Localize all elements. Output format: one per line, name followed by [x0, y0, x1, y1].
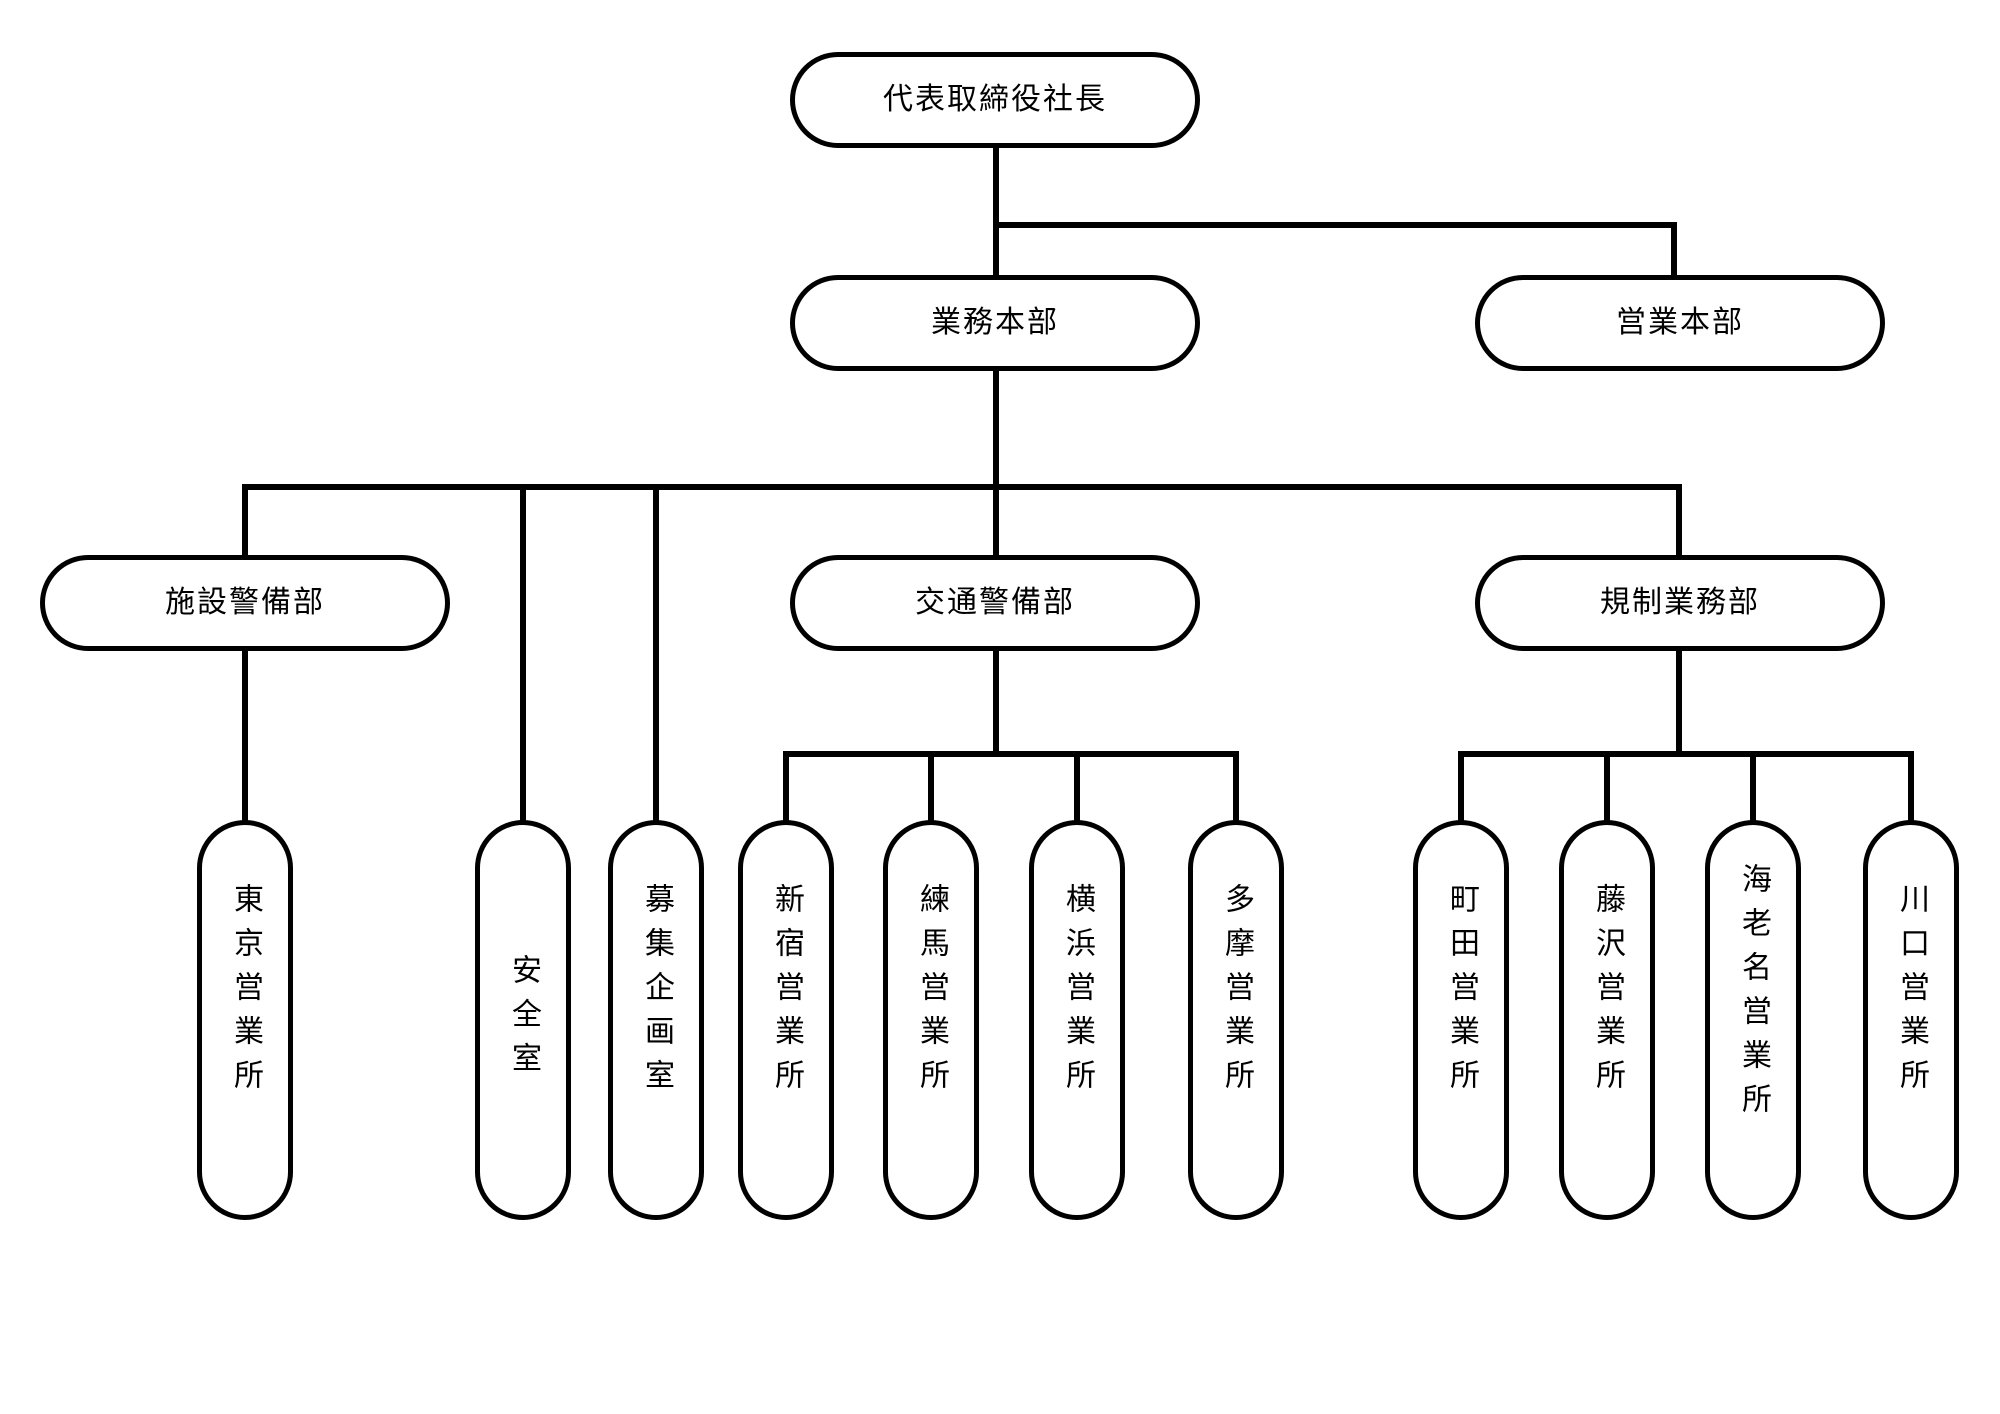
node-fujisawa-eigyosho[interactable]: 藤沢営業所 [1559, 820, 1655, 1220]
node-eigyo-honbu-label: 営業本部 [1616, 305, 1744, 340]
node-shisetsu-keibi-bu-label: 施設警備部 [165, 585, 325, 620]
edge-kotsu-bar [783, 751, 1239, 757]
node-fujisawa-eigyosho-label: 藤沢営業所 [1590, 883, 1625, 1103]
node-shinjuku-eigyosho-label: 新宿営業所 [769, 883, 804, 1103]
node-kisei-gyomu-bu-label: 規制業務部 [1600, 585, 1760, 620]
edge-kisei-to-machida [1458, 751, 1464, 824]
node-tokyo-eigyosho[interactable]: 東京営業所 [197, 820, 293, 1220]
node-tama-eigyosho[interactable]: 多摩営業所 [1188, 820, 1284, 1220]
edge-kotsu-stem [993, 651, 999, 757]
node-ebina-eigyosho-label: 海老名営業所 [1736, 863, 1771, 1127]
edge-kotsu-to-shinjuku [783, 751, 789, 824]
edge-kotsu-to-yokohama [1074, 751, 1080, 824]
node-yokohama-eigyosho[interactable]: 横浜営業所 [1029, 820, 1125, 1220]
edge-ceo-stem [993, 148, 999, 280]
node-shinjuku-eigyosho[interactable]: 新宿営業所 [738, 820, 834, 1220]
edge-kisei-to-fujisawa [1604, 751, 1610, 824]
node-machida-eigyosho-label: 町田営業所 [1444, 883, 1479, 1103]
edge-kisei-to-kawaguchi [1908, 751, 1914, 824]
node-eigyo-honbu[interactable]: 営業本部 [1475, 275, 1885, 371]
node-boshu-kikaku-shitsu[interactable]: 募集企画室 [608, 820, 704, 1220]
edge-ceo-bar [993, 222, 1677, 228]
node-tama-eigyosho-label: 多摩営業所 [1219, 883, 1254, 1103]
node-kotsu-keibi-bu[interactable]: 交通警備部 [790, 555, 1200, 651]
edge-gyomu-to-boshu [653, 484, 659, 824]
node-kawaguchi-eigyosho[interactable]: 川口営業所 [1863, 820, 1959, 1220]
node-kotsu-keibi-bu-label: 交通警備部 [915, 585, 1075, 620]
node-nerima-eigyosho-label: 練馬営業所 [914, 883, 949, 1103]
edge-gyomu-to-anzen [520, 484, 526, 824]
edge-kisei-to-ebina [1750, 751, 1756, 824]
node-machida-eigyosho[interactable]: 町田営業所 [1413, 820, 1509, 1220]
node-anzen-shitsu-label: 安全室 [506, 954, 541, 1086]
edge-ceo-to-eigyo [1671, 222, 1677, 280]
node-gyomu-honbu[interactable]: 業務本部 [790, 275, 1200, 371]
node-yokohama-eigyosho-label: 横浜営業所 [1060, 883, 1095, 1103]
node-ceo[interactable]: 代表取締役社長 [790, 52, 1200, 148]
edge-kisei-bar [1458, 751, 1914, 757]
node-tokyo-eigyosho-label: 東京営業所 [228, 883, 263, 1103]
edge-kisei-stem [1676, 651, 1682, 757]
edge-kotsu-to-nerima [928, 751, 934, 824]
edge-gyomu-stem [993, 371, 999, 558]
node-nerima-eigyosho[interactable]: 練馬営業所 [883, 820, 979, 1220]
edge-gyomu-bar [242, 484, 1682, 490]
edge-gyomu-to-shisetsu [242, 484, 248, 558]
node-gyomu-honbu-label: 業務本部 [931, 305, 1059, 340]
node-boshu-kikaku-shitsu-label: 募集企画室 [639, 883, 674, 1103]
edge-shisetsu-to-tokyo [242, 651, 248, 824]
node-shisetsu-keibi-bu[interactable]: 施設警備部 [40, 555, 450, 651]
node-anzen-shitsu[interactable]: 安全室 [475, 820, 571, 1220]
edge-gyomu-to-kisei [1676, 484, 1682, 558]
node-kawaguchi-eigyosho-label: 川口営業所 [1894, 883, 1929, 1103]
node-ebina-eigyosho[interactable]: 海老名営業所 [1705, 820, 1801, 1220]
node-ceo-label: 代表取締役社長 [883, 82, 1107, 117]
edge-kotsu-to-tama [1233, 751, 1239, 824]
node-kisei-gyomu-bu[interactable]: 規制業務部 [1475, 555, 1885, 651]
